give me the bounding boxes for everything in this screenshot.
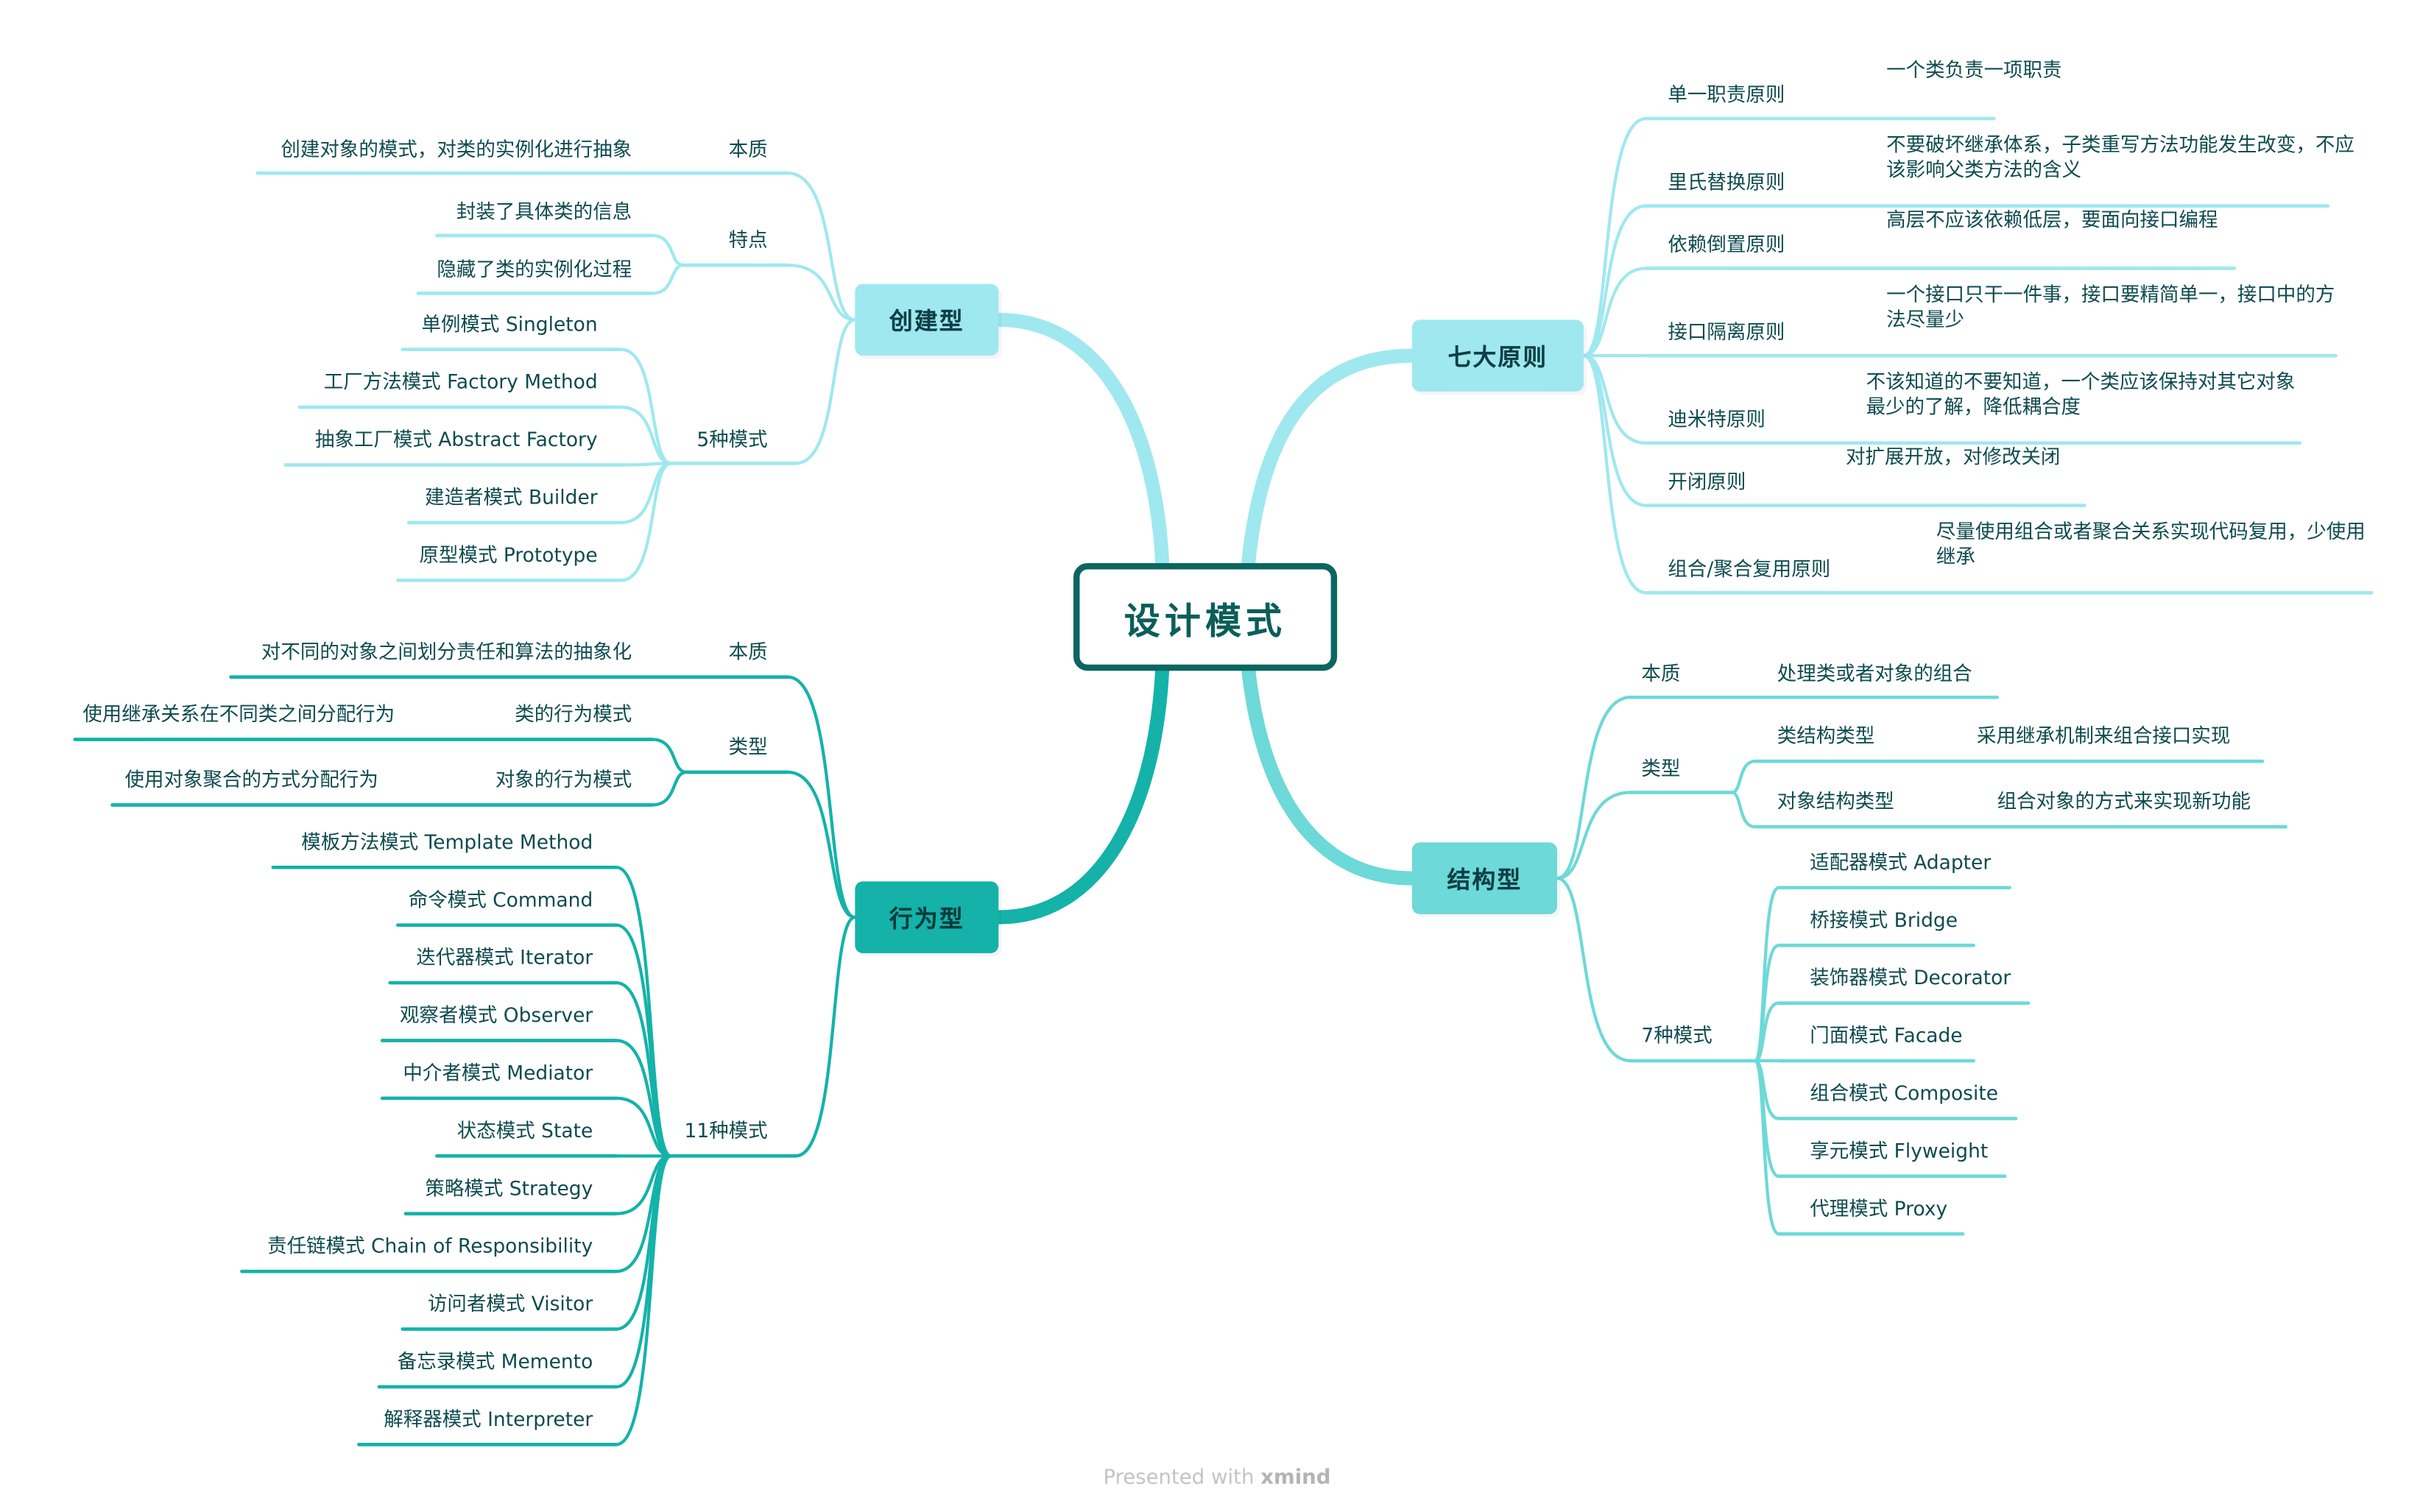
connector-line (1753, 1059, 1781, 1236)
principle-description[interactable]: 不要破坏继承体系，子类重写方法功能发生改变，不应该影响父类方法的含义 (1886, 133, 2354, 181)
pattern-item[interactable]: 原型模式 Prototype (419, 543, 598, 567)
principle-label[interactable]: 组合/聚合复用原则 (1668, 557, 1831, 581)
pattern-item[interactable]: 状态模式 State (456, 1118, 593, 1142)
pattern-item[interactable]: 策略模式 Strategy (425, 1176, 593, 1200)
pattern-item[interactable]: 备忘录模式 Memento (397, 1349, 593, 1373)
principle-label[interactable]: 接口隔离原则 (1668, 319, 1785, 344)
main-branch-connector (1241, 348, 1419, 572)
main-branch-connector (991, 660, 1170, 925)
pattern-item[interactable]: 适配器模式 Adapter (1810, 849, 1992, 874)
types-label[interactable]: 类型 (1641, 756, 1681, 780)
essence-description[interactable]: 对不同的对象之间划分责任和算法的抽象化 (261, 639, 632, 663)
pattern-item[interactable]: 享元模式 Flyweight (1810, 1139, 1989, 1162)
principle-label[interactable]: 迪米特原则 (1668, 407, 1765, 431)
central-topic[interactable]: 设计模式 (1073, 563, 1338, 671)
connector-line (1730, 791, 1757, 829)
type-description[interactable]: 使用对象聚合的方式分配行为 (124, 767, 378, 791)
principle-description[interactable]: 一个类负责一项职责 (1886, 57, 2062, 82)
connector-line (794, 318, 857, 465)
essence-label[interactable]: 本质 (728, 137, 768, 161)
principle-description[interactable]: 一个接口只干一件事，接口要精简单一，接口中的方法尽量少 (1886, 282, 2335, 331)
connector-line (786, 675, 857, 919)
connector-line (1555, 696, 1632, 880)
connector-line (1555, 791, 1632, 880)
connector-line (786, 264, 857, 322)
pattern-item[interactable]: 桥接模式 Bridge (1810, 908, 1958, 932)
pattern-item[interactable]: 工厂方法模式 Factory Method (323, 370, 598, 394)
patterns-label[interactable]: 5种模式 (696, 427, 768, 451)
pattern-item[interactable]: 命令模式 Command (408, 887, 593, 911)
essence-description[interactable]: 处理类或者对象的组合 (1777, 661, 1972, 685)
type-label[interactable]: 对象的行为模式 (495, 767, 632, 791)
feature-item[interactable]: 封装了具体类的信息 (456, 199, 632, 224)
types-label[interactable]: 类型 (728, 735, 768, 758)
connector-line (619, 347, 673, 465)
principle-label[interactable]: 里氏替换原则 (1668, 169, 1785, 194)
principle-description[interactable]: 对扩展开放，对修改关闭 (1846, 444, 2061, 468)
footer-credit: Presented with xmind (0, 1466, 2434, 1490)
main-branch-connector (1241, 660, 1419, 886)
connector-line (619, 405, 673, 465)
pattern-item[interactable]: 组合模式 Composite (1810, 1081, 1999, 1105)
pattern-item[interactable]: 解释器模式 Interpreter (384, 1407, 593, 1431)
footer-prefix: Presented with (1103, 1466, 1255, 1490)
principle-description[interactable]: 尽量使用组合或者聚合关系实现代码复用，少使用继承 (1936, 519, 2366, 568)
connector-line (1581, 266, 1648, 358)
connector-line (794, 915, 857, 1158)
type-label[interactable]: 对象结构类型 (1777, 789, 1894, 813)
main-branch-connector (991, 312, 1170, 572)
connector-line (1581, 116, 1648, 358)
connector-line (650, 264, 685, 295)
essence-description[interactable]: 创建对象的模式，对类的实例化进行抽象 (281, 137, 632, 161)
pattern-item[interactable]: 访问者模式 Visitor (427, 1291, 593, 1315)
principle-description[interactable]: 不该知道的不要知道，一个类应该保持对其它对象最少的了解，降低耦合度 (1866, 370, 2296, 418)
type-description[interactable]: 使用继承关系在不同类之间分配行为 (82, 702, 395, 726)
pattern-item[interactable]: 抽象工厂模式 Abstract Factory (314, 427, 598, 451)
connector-line (1730, 760, 1757, 794)
pattern-item[interactable]: 建造者模式 Builder (425, 485, 598, 509)
pattern-item[interactable]: 装饰器模式 Decorator (1810, 965, 2011, 989)
branch-principles[interactable]: 七大原则 (1411, 319, 1584, 392)
pattern-item[interactable]: 门面模式 Facade (1810, 1023, 1963, 1047)
branch-behavioral[interactable]: 行为型 (855, 881, 999, 953)
principle-label[interactable]: 开闭原则 (1668, 469, 1746, 493)
connector-line (650, 738, 688, 774)
pattern-item[interactable]: 观察者模式 Observer (399, 1003, 593, 1027)
patterns-label[interactable]: 7种模式 (1641, 1023, 1712, 1047)
connector-line (1753, 1001, 1781, 1063)
patterns-label[interactable]: 11种模式 (684, 1118, 768, 1142)
pattern-item[interactable]: 模板方法模式 Template Method (301, 830, 593, 854)
pattern-item[interactable]: 代理模式 Proxy (1810, 1196, 1948, 1220)
essence-label[interactable]: 本质 (1641, 661, 1681, 685)
connector-line (1581, 204, 1648, 358)
type-description[interactable]: 组合对象的方式来实现新功能 (1997, 789, 2251, 813)
pattern-item[interactable]: 迭代器模式 Iterator (416, 945, 593, 969)
principle-label[interactable]: 单一职责原则 (1668, 82, 1785, 107)
essence-label[interactable]: 本质 (728, 639, 768, 663)
xmind-brand: xmind (1260, 1466, 1331, 1490)
connector-line (1581, 354, 1648, 595)
connector-line (614, 1039, 673, 1158)
pattern-item[interactable]: 责任链模式 Chain of Responsibility (267, 1234, 593, 1258)
pattern-item[interactable]: 中介者模式 Mediator (403, 1061, 593, 1084)
connector-line (1581, 354, 1648, 507)
type-description[interactable]: 采用继承机制来组合接口实现 (1977, 724, 2231, 748)
connector-line (619, 462, 673, 582)
connector-line (614, 1096, 673, 1158)
pattern-item[interactable]: 单例模式 Singleton (421, 311, 598, 336)
connector-line (650, 770, 688, 807)
connector-line (786, 172, 857, 322)
branch-creational[interactable]: 创建型 (855, 283, 999, 356)
connector-line (786, 770, 857, 919)
type-label[interactable]: 类结构类型 (1777, 724, 1875, 748)
connector-line (1555, 876, 1632, 1063)
connector-line (614, 1154, 673, 1446)
type-label[interactable]: 类的行为模式 (515, 702, 632, 726)
principle-label[interactable]: 依赖倒置原则 (1668, 232, 1785, 256)
features-label[interactable]: 特点 (728, 227, 768, 252)
principle-description[interactable]: 高层不应该依赖低层，要面向接口编程 (1886, 207, 2218, 231)
branch-structural[interactable]: 结构型 (1411, 842, 1557, 914)
feature-item[interactable]: 隐藏了类的实例化过程 (437, 257, 632, 281)
